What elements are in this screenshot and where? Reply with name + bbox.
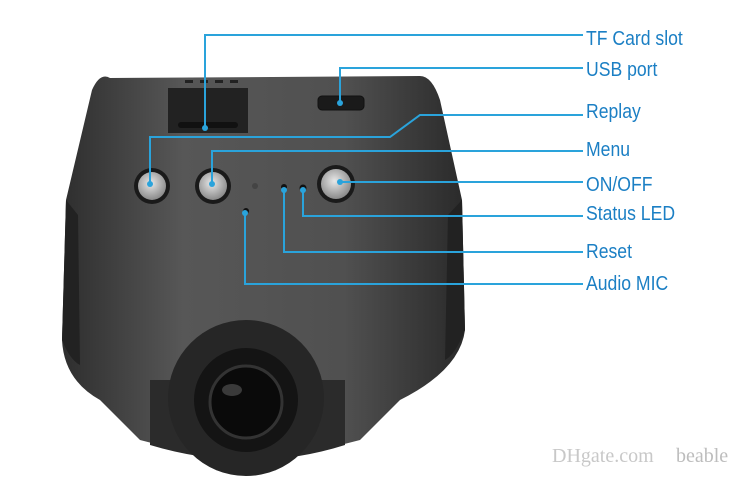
label-replay: Replay <box>586 101 641 123</box>
label-audio-mic: Audio MIC <box>586 273 669 295</box>
camera-body <box>62 76 465 476</box>
lens <box>208 364 284 440</box>
label-tf-card-slot: TF Card slot <box>586 28 683 50</box>
label-status-led: Status LED <box>586 203 676 225</box>
on-off-button <box>321 169 351 199</box>
watermark-seller: beable <box>676 445 729 467</box>
label-menu: Menu <box>586 139 631 161</box>
label-usb-port: USB port <box>586 59 658 81</box>
label-reset: Reset <box>586 241 632 263</box>
label-on-off: ON/OFF <box>586 174 653 196</box>
callout-lines <box>149 34 583 285</box>
watermark-site: DHgate.com <box>552 445 654 467</box>
